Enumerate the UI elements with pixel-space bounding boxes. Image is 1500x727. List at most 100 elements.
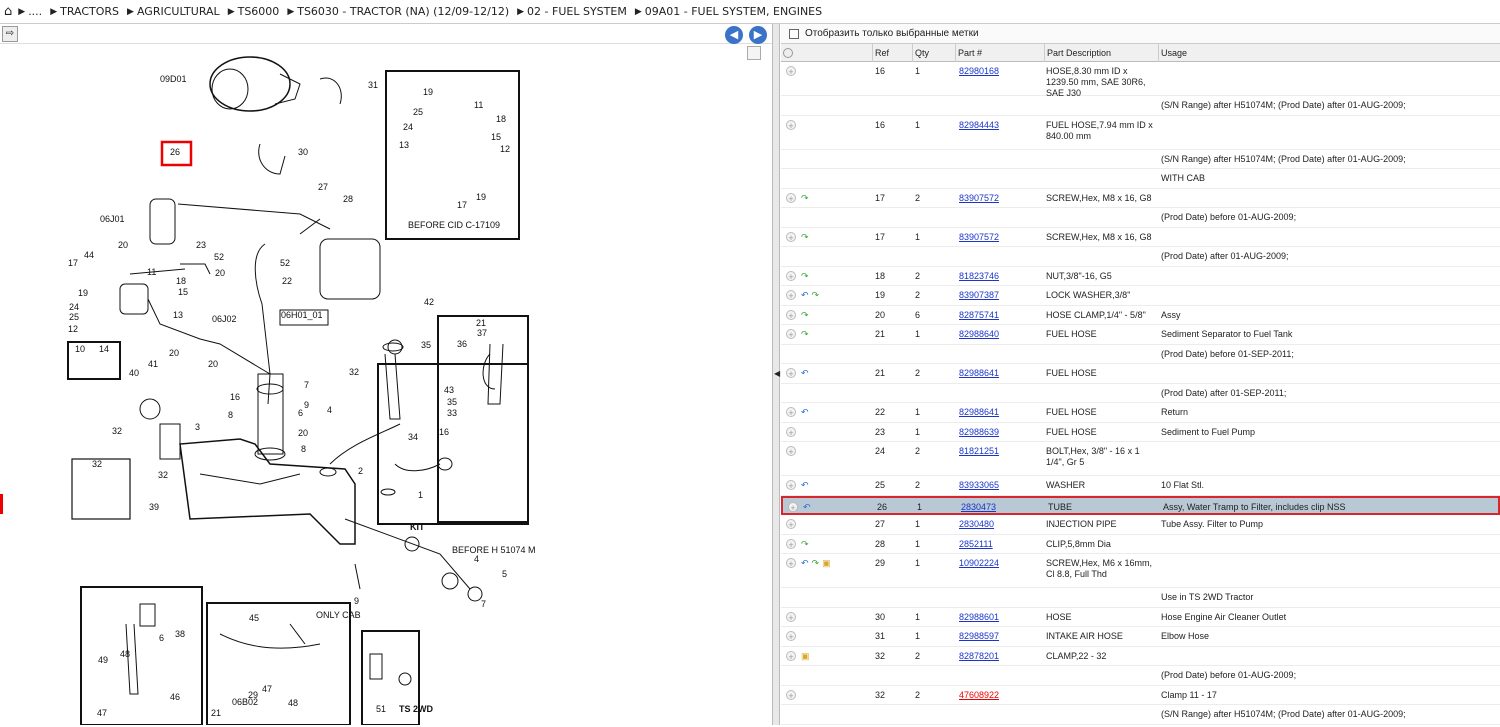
callout-label[interactable]: 20 [118, 240, 128, 250]
callout-label[interactable]: 19 [476, 192, 486, 202]
expand-row-icon[interactable]: + [786, 231, 796, 243]
expand-row-icon[interactable]: + [786, 650, 796, 662]
expand-row-icon[interactable]: + [786, 480, 796, 491]
part-number-link[interactable]: 82988641 [959, 368, 1000, 378]
callout-label[interactable]: 9 [304, 400, 309, 410]
part-number-link[interactable]: 81823746 [959, 270, 1000, 281]
callout-label[interactable]: 44 [84, 250, 94, 260]
return-arrow-icon[interactable]: ↶ [801, 407, 809, 417]
diagram-select-toggle[interactable] [747, 46, 761, 60]
callout-label[interactable]: 7 [481, 599, 486, 609]
filter-checkbox[interactable] [789, 28, 799, 39]
callout-label[interactable]: 17 [68, 258, 78, 268]
forward-arrow-icon[interactable]: ↷ [801, 329, 809, 339]
col-qty[interactable]: Qty [913, 44, 956, 62]
callout-label[interactable]: 51 [376, 704, 386, 714]
callout-label[interactable]: 5 [502, 569, 507, 579]
callout-label[interactable]: 32 [92, 459, 102, 469]
expand-row-icon[interactable]: + [786, 290, 796, 301]
part-number-link[interactable]: 2852111 [959, 538, 993, 549]
callout-label[interactable]: 13 [173, 310, 183, 320]
expand-row-icon[interactable]: + [786, 119, 796, 131]
breadcrumb-item[interactable]: ▶AGRICULTURAL [127, 5, 220, 18]
callout-label[interactable]: 10 [75, 344, 85, 354]
callout-label[interactable]: 27 [318, 182, 328, 192]
collapse-left-icon[interactable]: ◀ [774, 369, 781, 378]
callout-label[interactable]: 12 [68, 324, 78, 334]
callout-label[interactable]: 16 [439, 427, 449, 437]
expand-row-icon[interactable]: + [786, 309, 796, 321]
expand-row-icon[interactable]: + [786, 611, 796, 623]
callout-label[interactable]: 1 [418, 490, 423, 500]
part-number-link[interactable]: 82875741 [959, 309, 1000, 320]
callout-label[interactable]: TS 2WD [399, 704, 434, 714]
callout-label[interactable]: 25 [69, 312, 79, 322]
callout-label[interactable]: 18 [496, 114, 506, 124]
callout-label[interactable]: 52 [280, 258, 290, 268]
part-number-link[interactable]: 82980168 [959, 66, 1000, 76]
part-number-link[interactable]: 2830473 [961, 501, 997, 512]
callout-label[interactable]: 43 [444, 385, 454, 395]
breadcrumb-item[interactable]: ▶09A01 - FUEL SYSTEM, ENGINES [634, 5, 823, 18]
callout-label[interactable]: BEFORE CID C-17109 [408, 220, 500, 230]
col-part[interactable]: Part # [956, 44, 1045, 62]
callout-label[interactable]: 20 [208, 359, 218, 369]
callout-label[interactable]: 06J02 [212, 314, 237, 324]
callout-label[interactable]: 6 [159, 633, 164, 643]
callout-label[interactable]: 23 [196, 240, 206, 250]
callout-label[interactable]: BEFORE H 51074 M [452, 545, 536, 555]
callout-label[interactable]: 32 [112, 426, 122, 436]
callout-label[interactable]: 8 [228, 410, 233, 420]
forward-arrow-icon[interactable]: ↷ [811, 558, 820, 568]
callout-label[interactable]: 4 [474, 554, 479, 564]
expand-row-icon[interactable]: + [786, 446, 796, 457]
expand-row-icon[interactable]: + [786, 270, 796, 282]
return-arrow-icon[interactable]: ↶ [803, 501, 811, 512]
expand-row-icon[interactable]: + [786, 538, 796, 550]
part-number-link[interactable]: 81821251 [959, 446, 1000, 456]
callout-label[interactable]: 41 [148, 359, 158, 369]
callout-label[interactable]: 18 [176, 276, 186, 286]
callout-label[interactable]: 6 [298, 408, 303, 418]
callout-label[interactable]: 39 [149, 502, 159, 512]
callout-label[interactable]: 06H01_01 [281, 310, 323, 320]
callout-label[interactable]: 9 [354, 596, 359, 606]
return-arrow-icon[interactable]: ↶ [801, 290, 809, 300]
expand-row-icon[interactable]: + [786, 426, 796, 438]
forward-arrow-icon[interactable]: ↷ [811, 290, 820, 300]
pane-splitter[interactable]: ◀ [772, 24, 780, 725]
callout-label[interactable]: 47 [97, 708, 107, 718]
part-number-link[interactable]: 83907572 [959, 192, 1000, 203]
expand-row-icon[interactable]: + [786, 192, 796, 204]
expand-row-icon[interactable]: + [788, 501, 798, 513]
callout-label[interactable]: 20 [298, 428, 308, 438]
return-arrow-icon[interactable]: ↶ [801, 558, 809, 568]
callout-label[interactable]: 20 [169, 348, 179, 358]
callout-label[interactable]: 40 [129, 368, 139, 378]
callout-label[interactable]: 17 [457, 200, 467, 210]
callout-label[interactable]: 49 [98, 655, 108, 665]
expand-row-icon[interactable]: + [786, 519, 796, 530]
forward-arrow-icon[interactable]: ↷ [801, 270, 809, 281]
callout-label[interactable]: 06J01 [100, 214, 125, 224]
callout-label[interactable]: 37 [477, 328, 487, 338]
callout-label[interactable]: 4 [327, 405, 332, 415]
breadcrumb-item[interactable]: ▶TRACTORS [50, 5, 120, 18]
forward-arrow-icon[interactable]: ↷ [801, 192, 809, 203]
callout-label[interactable]: 34 [408, 432, 418, 442]
callout-label[interactable]: ONLY CAB [316, 610, 361, 620]
callout-label[interactable]: 15 [178, 287, 188, 297]
callout-label[interactable]: 15 [491, 132, 501, 142]
